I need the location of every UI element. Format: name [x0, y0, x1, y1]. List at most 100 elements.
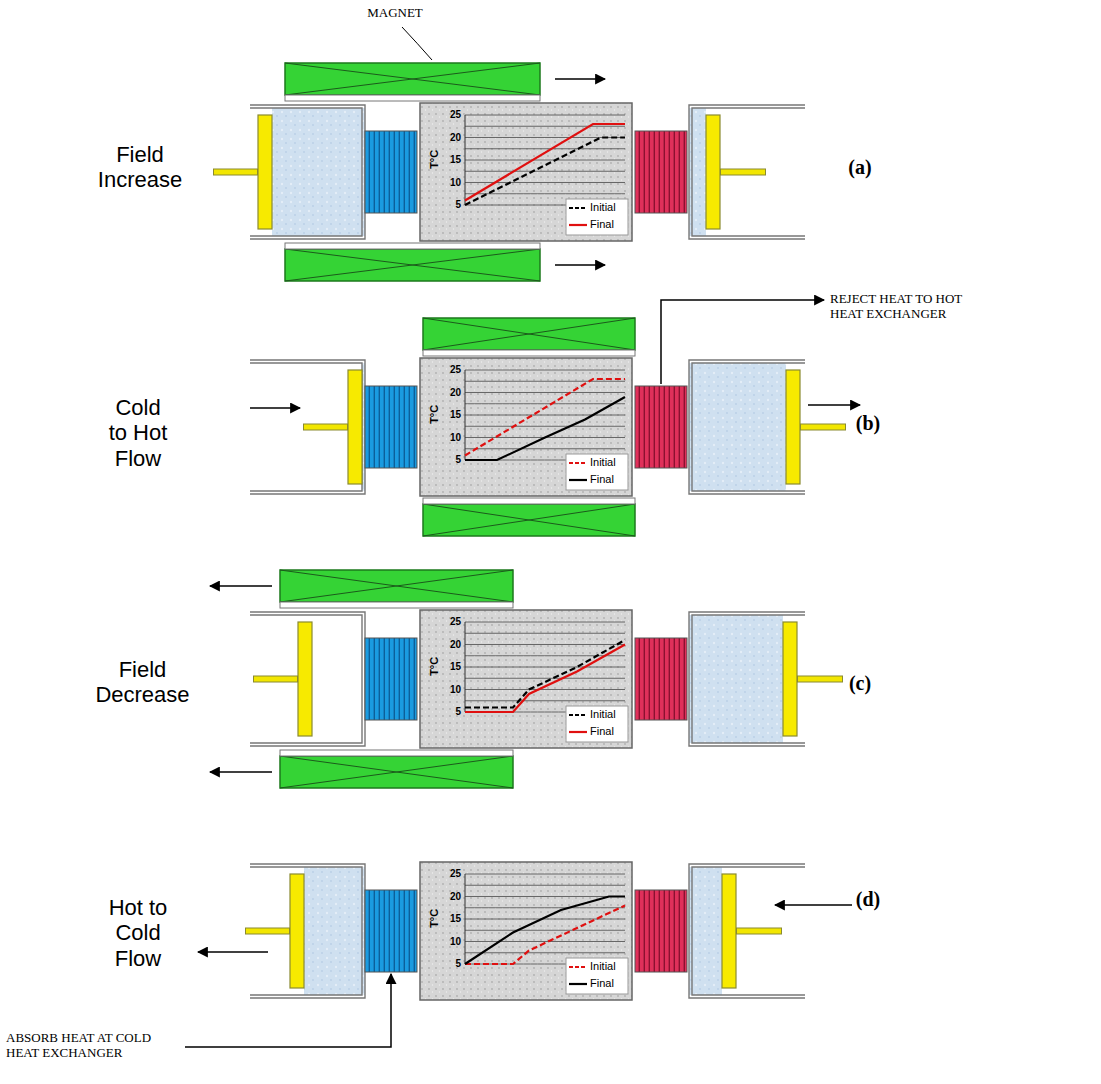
grid-line	[465, 622, 625, 623]
axis-line	[465, 370, 466, 460]
tick-label: 15	[437, 409, 461, 421]
grid-line	[465, 193, 625, 194]
grid-line	[465, 930, 625, 931]
piston-rod	[303, 424, 348, 431]
temperature-curve	[465, 379, 625, 456]
legend-box	[566, 454, 628, 490]
fluid	[272, 108, 365, 236]
grid-line	[465, 148, 625, 149]
tick-label: 20	[437, 891, 461, 903]
magnet-cross	[280, 756, 513, 788]
grid-line	[465, 171, 625, 172]
piston-rod	[736, 928, 782, 935]
tick-label: 20	[437, 132, 461, 144]
motion-arrow	[210, 585, 272, 587]
piston	[258, 115, 272, 229]
axis-line	[465, 622, 466, 712]
part-name: MAGNET	[340, 6, 450, 21]
grid-line	[465, 700, 625, 701]
piston	[786, 370, 800, 484]
legend-sample	[569, 983, 587, 985]
magnet-gap	[280, 750, 513, 756]
piston-rod	[254, 677, 297, 682]
legend-text: Final	[590, 218, 614, 231]
hot-heat-exchanger	[635, 131, 687, 213]
regenerator-bed	[420, 862, 632, 1000]
leader-arrow	[661, 300, 824, 384]
fluid	[689, 615, 783, 743]
grid-line	[465, 415, 625, 416]
regenerator-bed	[420, 610, 632, 748]
grid-line	[465, 667, 625, 668]
callout-note: ABSORB HEAT AT COLD HEAT EXCHANGER	[6, 1031, 171, 1061]
cylinder	[689, 612, 805, 746]
fluid	[689, 867, 722, 995]
piston-rod	[801, 425, 845, 430]
legend-text: Initial	[590, 201, 616, 214]
cylinder	[689, 360, 805, 494]
legend-samples	[569, 208, 587, 984]
motion-arrow	[210, 771, 272, 773]
cylinder	[689, 105, 805, 239]
callout-note: REJECT HEAT TO HOT HEAT EXCHANGER	[830, 292, 990, 322]
grid-line	[465, 678, 625, 679]
flow-arrow	[775, 904, 852, 906]
piston	[722, 874, 736, 988]
cylinder	[689, 864, 805, 998]
piston-rod	[800, 424, 846, 431]
piston	[783, 622, 797, 736]
legend-text: Final	[590, 725, 614, 738]
grid-line	[465, 941, 625, 942]
temperature-curve	[465, 897, 625, 965]
magnet-cross	[285, 63, 540, 95]
panel-letter: (c)	[838, 672, 882, 695]
piston	[706, 115, 720, 229]
flow-arrow	[250, 407, 300, 409]
cycle-stage	[250, 318, 846, 536]
legend-box	[566, 199, 628, 235]
grid-line	[465, 370, 625, 371]
cold-heat-exchanger	[365, 386, 417, 468]
temperature-curve	[465, 138, 625, 206]
legend-sample	[569, 479, 587, 481]
fluid	[689, 363, 786, 491]
cold-heat-exchanger	[365, 131, 417, 213]
grid-line	[465, 896, 625, 897]
tick-label: 10	[437, 177, 461, 189]
hot-heat-exchanger	[635, 638, 687, 720]
piston-rod	[737, 929, 781, 934]
panel-letter: (b)	[846, 412, 890, 435]
panel-letter: (d)	[846, 888, 890, 911]
motion-arrow	[555, 78, 605, 80]
leader-line	[402, 27, 432, 60]
magnet-cross	[423, 504, 635, 536]
regenerator-bed	[420, 103, 632, 241]
hot-heat-exchanger	[635, 890, 687, 972]
cylinder	[250, 360, 365, 494]
flow-arrow	[808, 404, 860, 406]
legend-text: Final	[590, 473, 614, 486]
cycle-stage	[213, 63, 805, 281]
grid-line	[465, 115, 625, 116]
grid-line	[465, 907, 625, 908]
grid-line	[465, 689, 625, 690]
tick-label: 10	[437, 936, 461, 948]
tick-label: 10	[437, 432, 461, 444]
tick-label: 25	[437, 109, 461, 121]
tick-label: 15	[437, 913, 461, 925]
tick-label: 15	[437, 154, 461, 166]
magnet-gap	[285, 95, 540, 101]
cold-heat-exchanger	[365, 890, 417, 972]
piston-rod	[797, 676, 843, 683]
piston-rod	[721, 170, 765, 175]
grid-line	[465, 633, 625, 634]
magnet	[423, 504, 635, 536]
piston-rod	[214, 170, 257, 175]
temperature-curve	[465, 640, 625, 708]
tick-label: 5	[437, 454, 461, 466]
legend-box	[566, 958, 628, 994]
magnet	[285, 249, 540, 281]
